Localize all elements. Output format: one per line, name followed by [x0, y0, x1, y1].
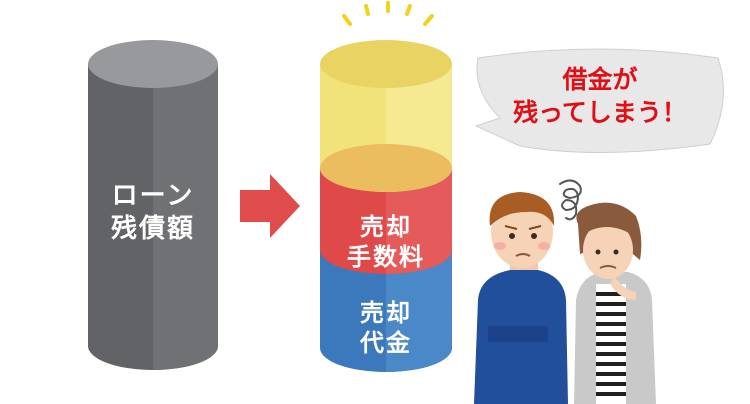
sparkle-icon: [342, 1, 434, 26]
sale-fee-label: 売却 手数料: [318, 212, 454, 272]
callout-line2: 残ってしまう！: [513, 97, 687, 127]
sale-fee-line2: 手数料: [347, 243, 425, 271]
woman-figure: [574, 202, 656, 404]
arrow-right-icon: [240, 174, 300, 238]
sale-proceeds-label: 売却 代金: [318, 298, 454, 358]
sale-proceeds-line2: 代金: [360, 329, 412, 357]
sale-proceeds-line1: 売却: [360, 299, 412, 327]
loan-balance-label: ローン 残債額: [90, 180, 216, 245]
man-figure: [474, 192, 568, 404]
speech-bubble-icon: [474, 48, 724, 153]
confused-scribble-icon: [559, 179, 582, 221]
loan-balance-line2: 残債額: [110, 213, 195, 244]
stacked-cylinder: [320, 40, 452, 372]
callout-text: 借金が 残ってしまう！: [510, 64, 690, 129]
loan-balance-cylinder: [88, 40, 218, 370]
sale-fee-line1: 売却: [360, 213, 412, 241]
callout-line1: 借金が: [562, 65, 638, 94]
loan-balance-line1: ローン: [111, 181, 195, 211]
